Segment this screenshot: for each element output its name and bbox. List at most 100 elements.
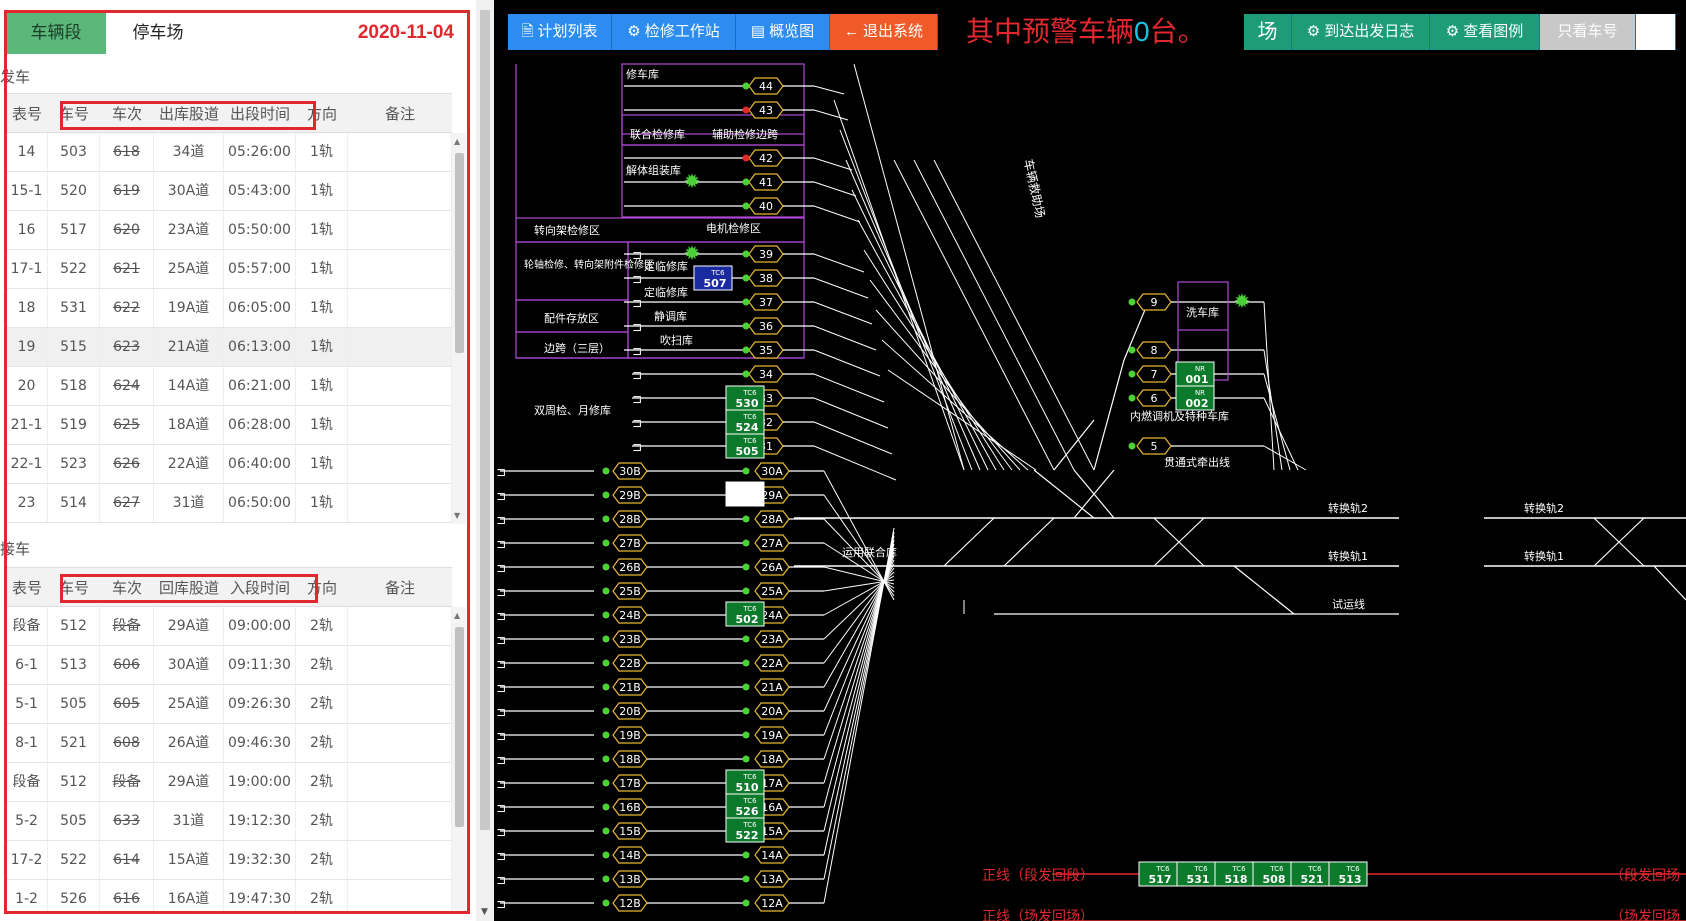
signal-icon — [602, 635, 610, 643]
signal-icon — [602, 587, 610, 595]
plan-list-button[interactable]: 🗎计划列表 — [508, 14, 612, 50]
exit-button[interactable]: ←退出系统 — [830, 14, 938, 50]
depart-scrollbar[interactable]: ▲ ▼ — [452, 133, 466, 524]
table-cell: 622 — [100, 289, 154, 327]
overview-button[interactable]: ▤概览图 — [736, 14, 830, 50]
train-car-number: 521 — [1301, 873, 1324, 886]
buffer-stop-icon: ⊐ — [496, 825, 506, 839]
column-header: 出段时间 — [229, 105, 290, 123]
table-cell: 18A道 — [154, 406, 224, 444]
buffer-stop-icon: ⊐ — [496, 801, 506, 815]
arrival-log-button[interactable]: ⚙到达出发日志 — [1292, 14, 1430, 50]
track-line — [1263, 349, 1283, 471]
table-cell — [348, 406, 452, 444]
train-car-number: 524 — [736, 421, 759, 434]
track-number: 27B — [619, 537, 641, 550]
panel-scrollbar[interactable]: ▼ — [476, 0, 494, 921]
table-cell: 512 — [48, 763, 100, 801]
warning-suffix: 台。 — [1149, 16, 1206, 47]
table-cell: 23A道 — [154, 211, 224, 249]
table-cell: 2轨 — [296, 646, 348, 684]
yard-label: 修车库 — [626, 67, 659, 81]
train-car-number: 510 — [736, 781, 759, 794]
yard-label: 边跨（三层） — [544, 342, 610, 355]
table-cell: 06:40:00 — [224, 445, 296, 483]
train-car-number: 505 — [736, 445, 759, 458]
yard-button[interactable]: 场 — [1244, 14, 1292, 50]
depart-table-header: 表号车号车次出库股道出段时间方向备注 — [6, 93, 452, 133]
track-line — [813, 181, 857, 197]
depot-block — [621, 63, 805, 135]
scroll-down-icon[interactable]: ▼ — [481, 907, 488, 917]
arrive-scroll-thumb[interactable] — [455, 627, 464, 827]
train-car-number: 526 — [736, 805, 759, 818]
table-cell — [348, 250, 452, 288]
track-line — [1263, 397, 1299, 471]
workstation-button[interactable]: ⚙检修工作站 — [612, 14, 736, 50]
track-number: 40 — [759, 200, 773, 213]
buffer-stop-icon: ⊐ — [632, 344, 642, 358]
train-car-type: TC6 — [1155, 865, 1170, 873]
signal-icon — [602, 875, 610, 883]
train-car-type: TC6 — [742, 485, 757, 493]
track-number: 16A — [761, 801, 783, 814]
depot-block — [621, 144, 805, 218]
track-number: 36 — [759, 320, 773, 333]
train-car-type: TC6 — [742, 605, 757, 613]
scroll-down-icon[interactable]: ▼ — [454, 511, 461, 520]
scroll-up-icon[interactable]: ▲ — [454, 137, 461, 146]
legend-button[interactable]: ⚙查看图例 — [1430, 14, 1540, 50]
yard-label: 洗车库 — [1186, 305, 1219, 319]
table-cell: 30A道 — [154, 172, 224, 210]
depart-scroll-thumb[interactable] — [455, 153, 464, 353]
tab-parking-yard[interactable]: 停车场 — [132, 23, 184, 43]
track-number: 29B — [619, 489, 641, 502]
scroll-up-icon[interactable]: ▲ — [454, 611, 461, 620]
tab-vehicle-depot[interactable]: 车辆段 — [6, 12, 106, 54]
only-car-number-toggle[interactable] — [1636, 14, 1676, 50]
table-cell: 段备 — [100, 607, 154, 645]
track-number: 14B — [619, 849, 641, 862]
table-cell: 616 — [100, 880, 154, 913]
table-cell: 14 — [6, 133, 48, 171]
yard-label: 试运线 — [1332, 597, 1365, 611]
table-cell: 14A道 — [154, 367, 224, 405]
only-car-number-button[interactable]: 只看车号 — [1540, 14, 1636, 50]
table-cell: 19:47:30 — [224, 880, 296, 913]
table-cell: 1轨 — [296, 133, 348, 171]
table-cell: 514 — [48, 484, 100, 522]
track-line — [813, 205, 861, 223]
train-car-type: TC6 — [1269, 865, 1284, 873]
track-number: 24A — [761, 609, 783, 622]
arrive-scrollbar[interactable]: ▲ — [452, 607, 466, 913]
train-car — [1252, 861, 1292, 887]
track-line — [813, 349, 881, 377]
warning-prefix: 其中预警车辆 — [966, 16, 1135, 47]
track-number: 20A — [761, 705, 783, 718]
panel-scroll-thumb[interactable] — [480, 10, 490, 830]
buffer-stop-icon: ⊐ — [496, 849, 506, 863]
table-cell: 2轨 — [296, 802, 348, 840]
table-cell — [348, 763, 452, 801]
track-line — [893, 159, 1055, 471]
table-cell: 522 — [48, 841, 100, 879]
overview-label: 概览图 — [769, 23, 815, 40]
